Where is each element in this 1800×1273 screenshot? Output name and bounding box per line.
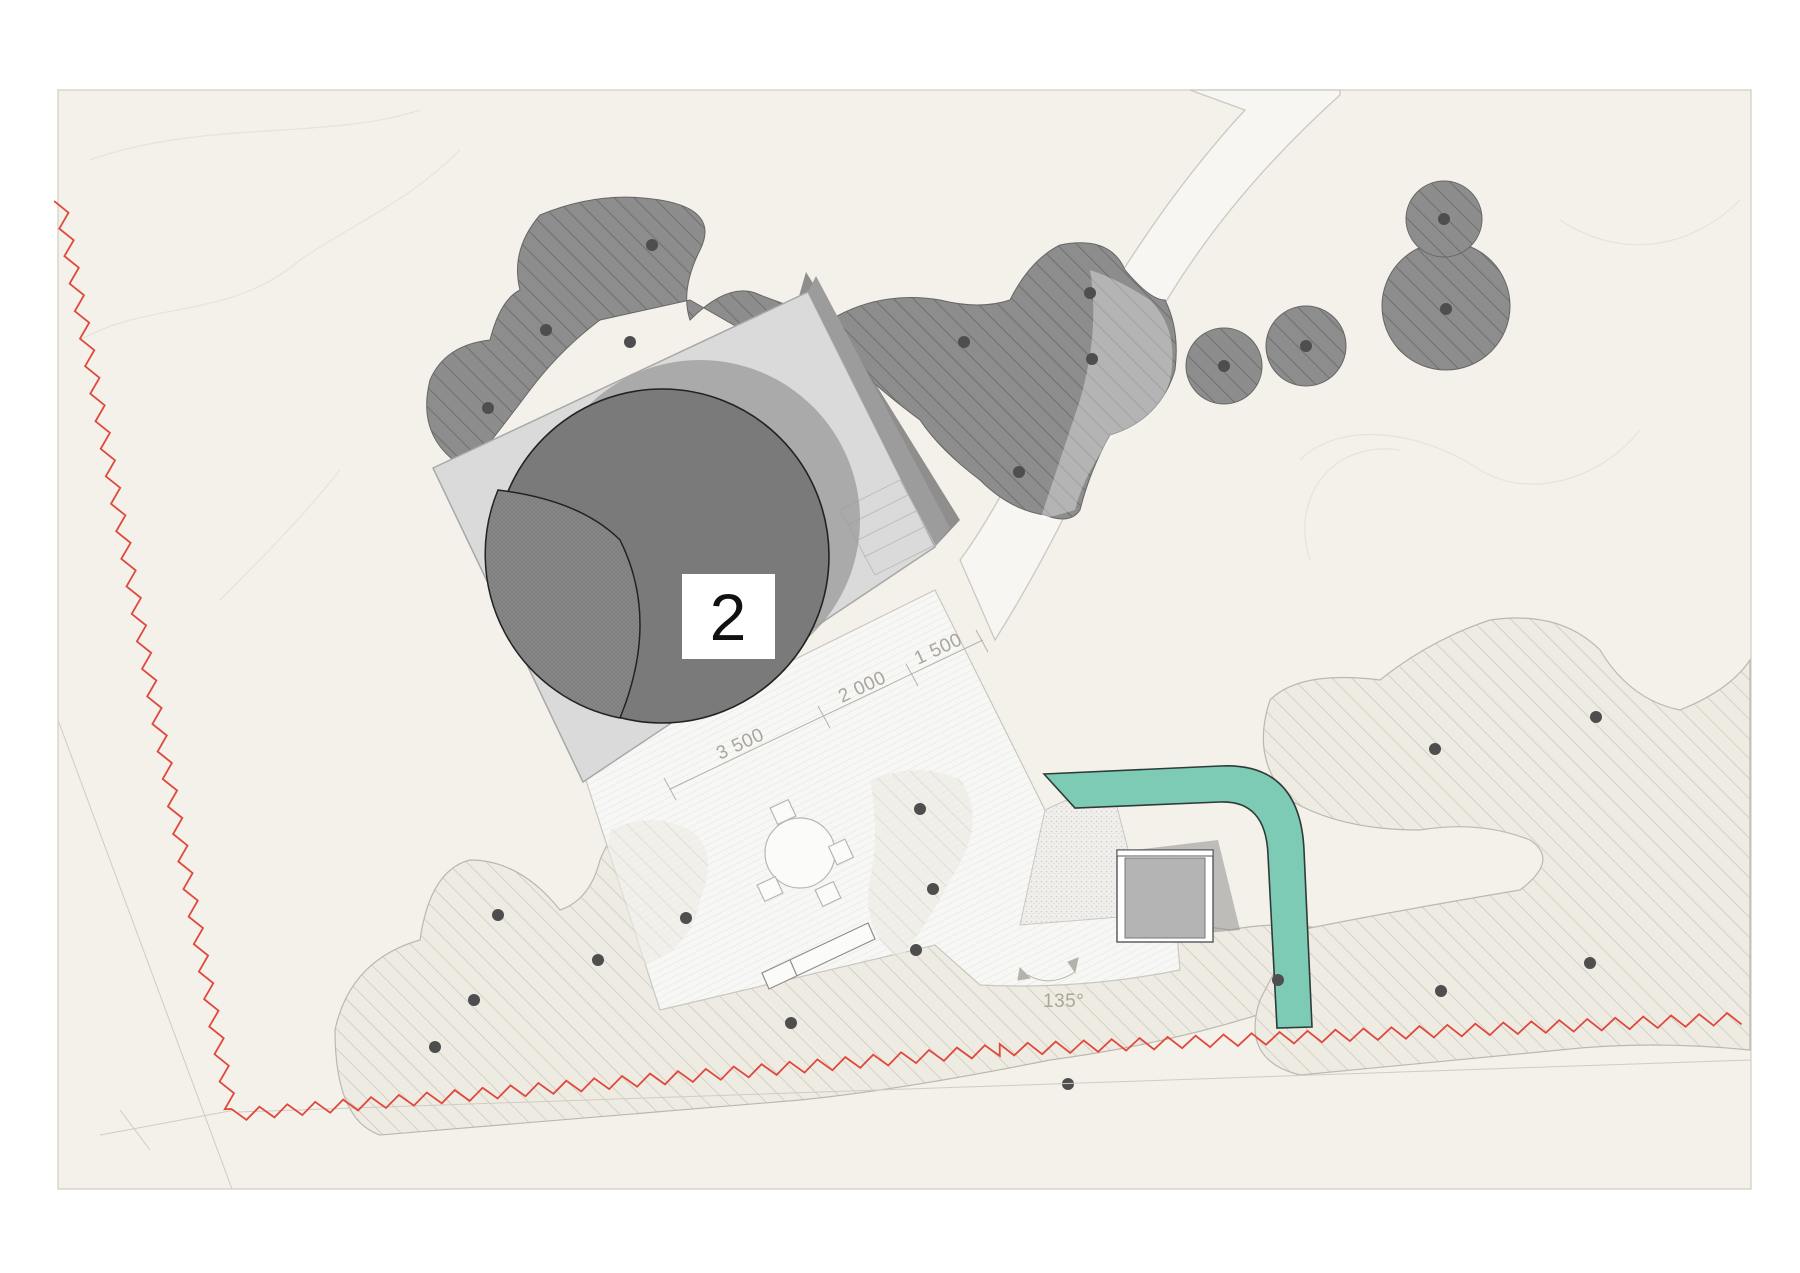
tree-canopy-cluster — [426, 196, 1177, 520]
shed — [1116, 840, 1240, 943]
tree-trunks — [429, 213, 1602, 1090]
survey-lines — [57, 719, 1752, 1190]
contour-lines — [79, 109, 1741, 601]
dimension-line — [663, 629, 989, 801]
green-path — [1042, 765, 1313, 1029]
angle-marker — [1017, 957, 1079, 982]
angle-label: 135° — [1043, 991, 1084, 1012]
outdoor-table-set — [756, 798, 855, 908]
road-overlap — [1040, 270, 1173, 520]
bench — [761, 922, 876, 990]
building-label: 2 — [682, 574, 775, 659]
vegetation-area-right — [1254, 617, 1751, 1076]
property-boundary — [53, 200, 1743, 1121]
building-label-text: 2 — [710, 580, 747, 654]
stairs — [839, 479, 936, 576]
